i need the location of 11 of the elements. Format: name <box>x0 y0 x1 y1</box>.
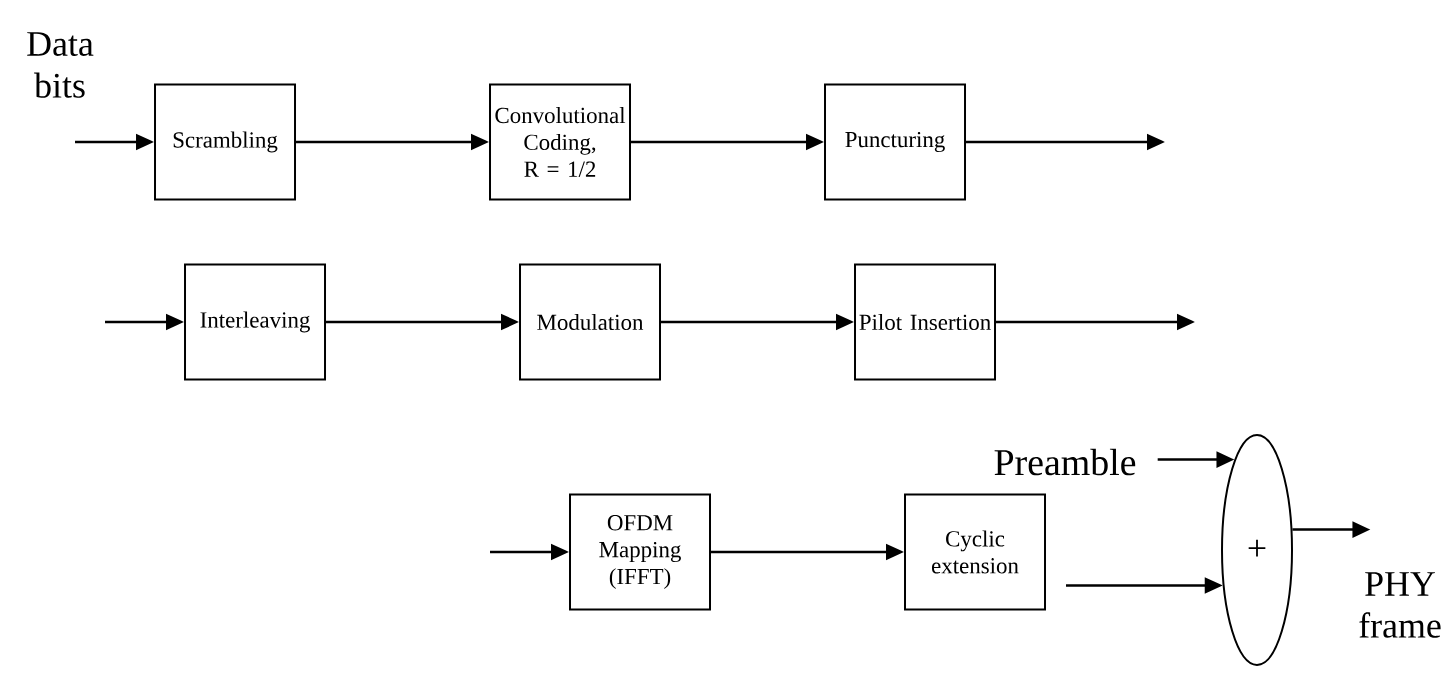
io-label: Data bits <box>27 32 94 98</box>
process-box: Interleaving <box>184 263 326 381</box>
process-box: Puncturing <box>824 83 966 201</box>
input-label: Preamble <box>994 448 1136 476</box>
io-label: PHY frame <box>1359 572 1441 638</box>
process-box: Modulation <box>519 263 661 381</box>
process-box: OFDM Mapping (IFFT) <box>569 493 711 611</box>
process-box: Pilot Insertion <box>854 263 996 381</box>
process-box: Cyclic extension <box>904 493 1046 611</box>
process-box: Convolutional Coding, R = 1/2 <box>489 83 631 201</box>
process-box: Scrambling <box>154 83 296 201</box>
